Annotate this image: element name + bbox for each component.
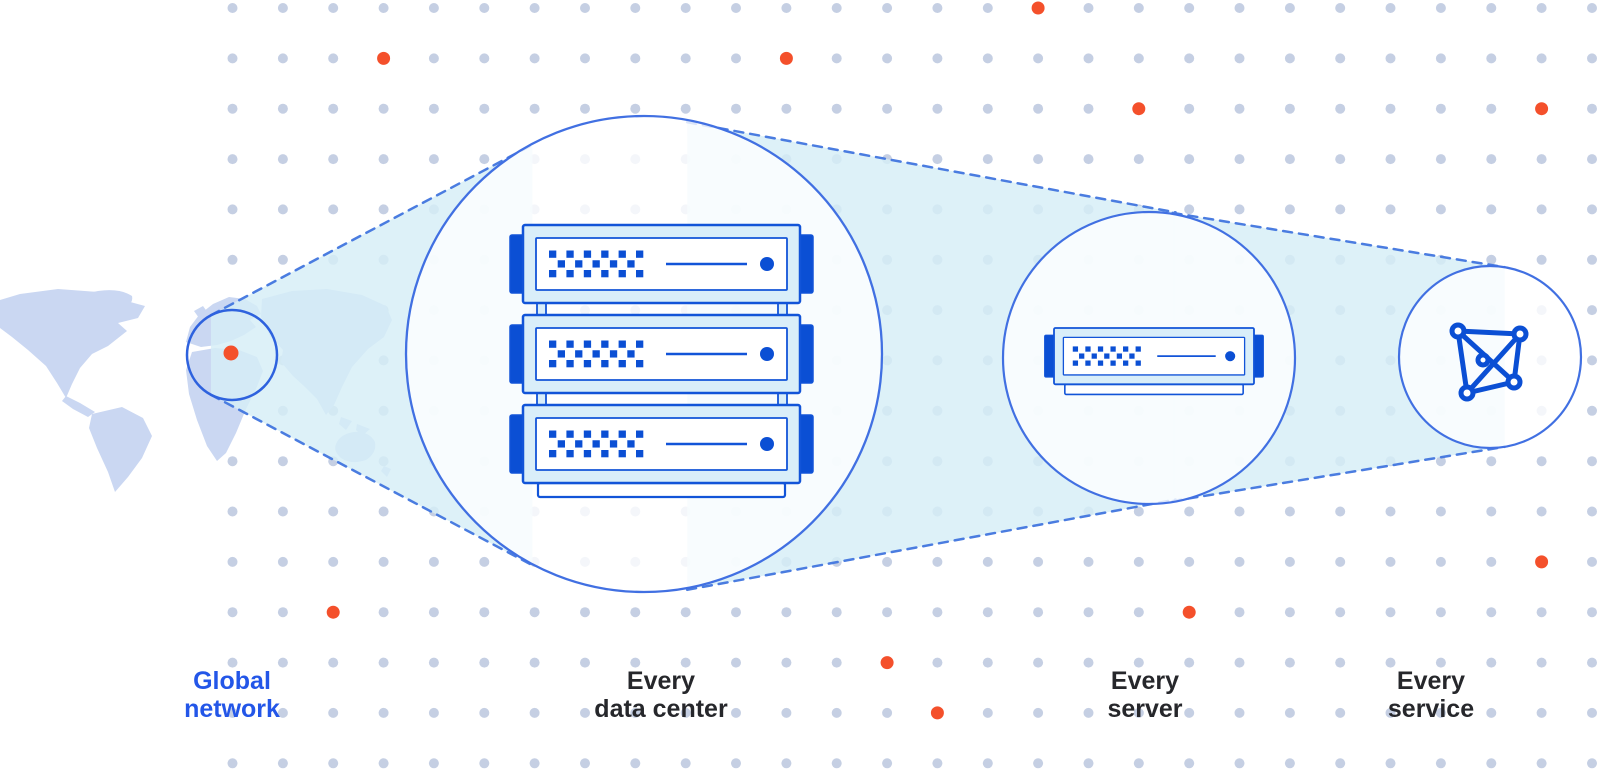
map-marker-dot bbox=[223, 345, 239, 361]
label-every-data-center: Every data center bbox=[594, 667, 727, 723]
label-every-service: Every service bbox=[1388, 667, 1474, 723]
server-unit bbox=[1044, 327, 1264, 396]
server-rack-icon bbox=[509, 223, 814, 499]
label-line: service bbox=[1387, 695, 1475, 723]
label-line: Every bbox=[1396, 667, 1466, 695]
label-line: server bbox=[1107, 695, 1183, 723]
network-mesh-icon bbox=[1449, 322, 1529, 402]
label-every-server: Every server bbox=[1107, 667, 1182, 723]
label-line: Global bbox=[193, 667, 271, 695]
server-icon bbox=[1044, 327, 1264, 396]
label-line: data center bbox=[594, 695, 728, 723]
label-line: Every bbox=[1110, 667, 1180, 695]
server-unit bbox=[509, 313, 814, 395]
label-global-network: Global network bbox=[184, 667, 280, 723]
label-line: Every bbox=[626, 667, 696, 695]
label-line: network bbox=[184, 695, 280, 723]
server-unit bbox=[509, 403, 814, 499]
server-unit bbox=[509, 223, 814, 305]
